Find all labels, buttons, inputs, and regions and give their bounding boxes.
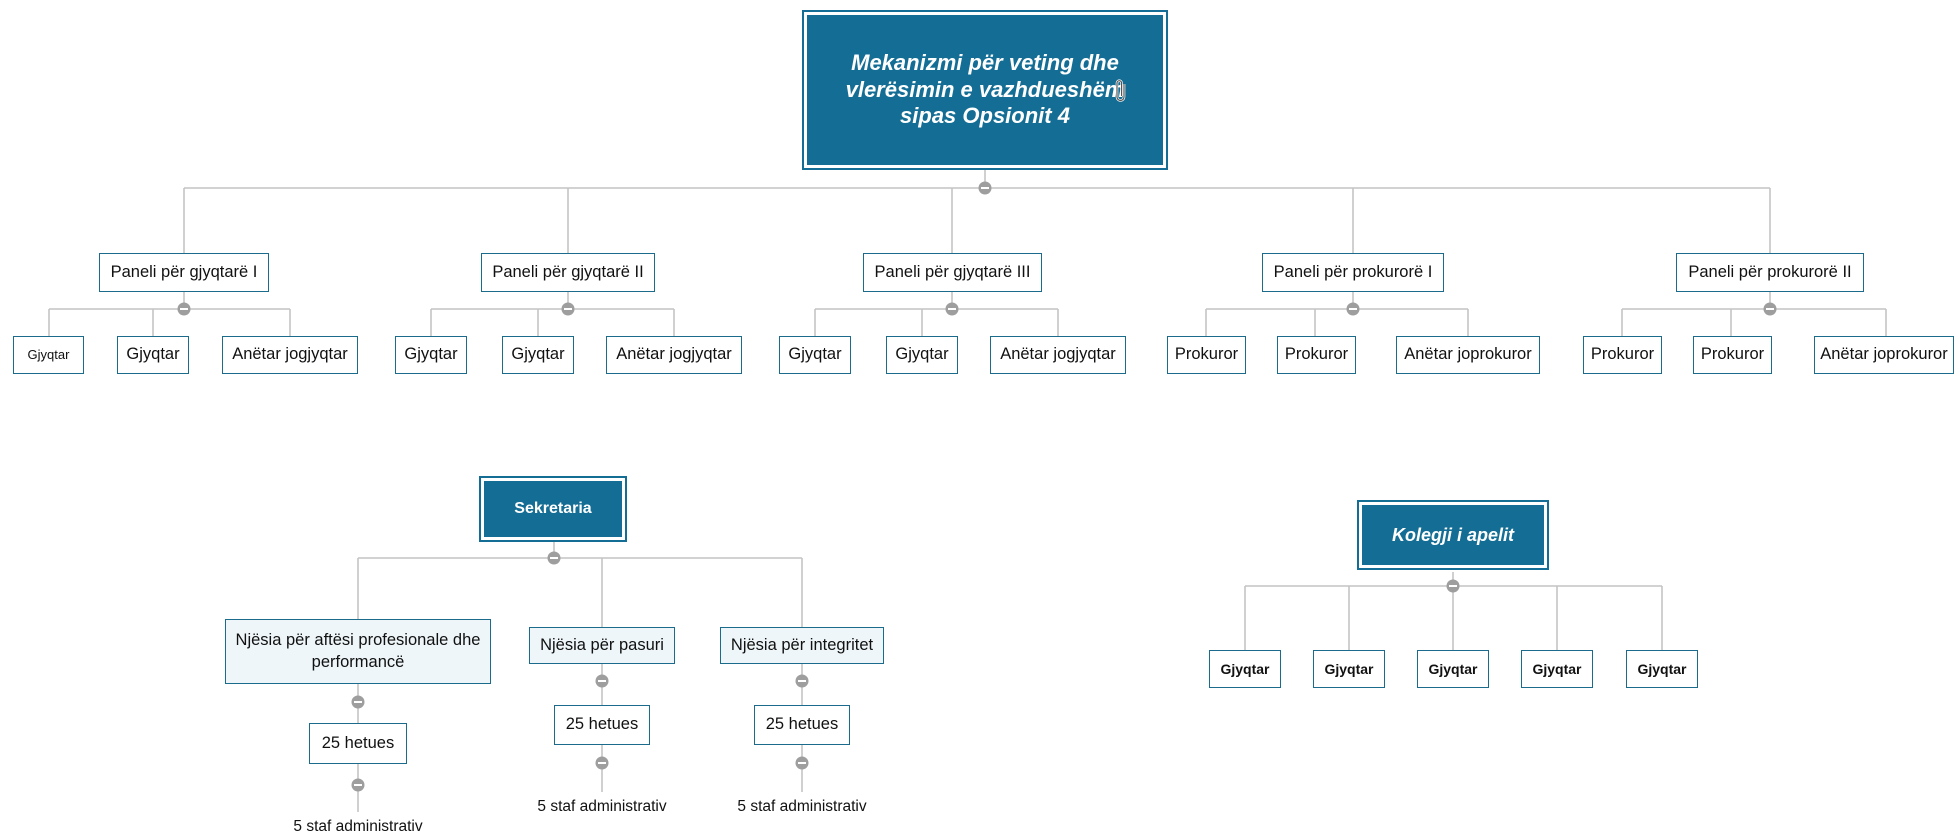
panel-prosecutors-2[interactable]: Paneli për prokurorë II: [1676, 253, 1864, 292]
member-judge[interactable]: Gjyqtar: [13, 336, 84, 374]
member-non-prosecutor[interactable]: Anëtar joprokuror: [1396, 336, 1540, 374]
member-judge[interactable]: Gjyqtar: [502, 336, 574, 374]
unit-integrity[interactable]: Njësia për integritet: [720, 627, 884, 664]
collapse-toggle-root[interactable]: [978, 181, 992, 195]
collapse-toggle-hetues-2[interactable]: [595, 756, 609, 770]
root-title: Mekanizmi për veting dhe vlerësimin e va…: [845, 49, 1125, 129]
member-non-judge[interactable]: Anëtar jogjyqtar: [990, 336, 1126, 374]
member-prosecutor[interactable]: Prokuror: [1277, 336, 1356, 374]
appeals-judge[interactable]: Gjyqtar: [1417, 650, 1489, 688]
panel-label: Paneli për gjyqtarë I: [110, 262, 258, 281]
member-non-prosecutor[interactable]: Anëtar joprokuror: [1814, 336, 1954, 374]
collapse-toggle-appeals[interactable]: [1446, 579, 1460, 593]
unit-professional[interactable]: Njësia për aftësi profesionale dhe perfo…: [225, 619, 491, 684]
member-label: Anëtar jogjyqtar: [616, 345, 732, 364]
collapse-toggle-unit-3[interactable]: [795, 674, 809, 688]
appeals-judge[interactable]: Gjyqtar: [1313, 650, 1385, 688]
member-label: Anëtar jogjyqtar: [232, 345, 348, 364]
collapse-toggle-panel-3[interactable]: [945, 302, 959, 316]
member-label: Gjyqtar: [126, 345, 180, 364]
collapse-toggle-hetues-3[interactable]: [795, 756, 809, 770]
panel-prosecutors-1[interactable]: Paneli për prokurorë I: [1262, 253, 1444, 292]
unit-label: Njësia për pasuri: [540, 635, 664, 654]
collapse-toggle-panel-5[interactable]: [1763, 302, 1777, 316]
member-label: Gjyqtar: [1428, 660, 1478, 677]
member-label: Anëtar jogjyqtar: [1000, 345, 1116, 364]
appeals-judge[interactable]: Gjyqtar: [1209, 650, 1281, 688]
member-non-judge[interactable]: Anëtar jogjyqtar: [222, 336, 358, 374]
unit-label: Njësia për aftësi profesionale dhe perfo…: [235, 631, 481, 671]
admin-staff-text[interactable]: 5 staf administrativ: [537, 798, 667, 815]
panel-judges-3[interactable]: Paneli për gjyqtarë III: [863, 253, 1042, 292]
member-judge[interactable]: Gjyqtar: [395, 336, 467, 374]
member-prosecutor[interactable]: Prokuror: [1693, 336, 1772, 374]
member-non-judge[interactable]: Anëtar jogjyqtar: [606, 336, 742, 374]
collapse-toggle-secretariat[interactable]: [547, 551, 561, 565]
panel-label: Paneli për gjyqtarë III: [874, 262, 1031, 281]
member-judge[interactable]: Gjyqtar: [886, 336, 958, 374]
panel-label: Paneli për gjyqtarë II: [492, 262, 644, 281]
root-node[interactable]: Mekanizmi për veting dhe vlerësimin e va…: [802, 10, 1168, 170]
member-label: Prokuror: [1174, 345, 1239, 364]
member-prosecutor[interactable]: Prokuror: [1583, 336, 1662, 374]
collapse-toggle-unit-2[interactable]: [595, 674, 609, 688]
secretariat-title: Sekretaria: [514, 500, 592, 517]
member-label: Gjyqtar: [895, 345, 949, 364]
admin-staff-text[interactable]: 5 staf administrativ: [293, 818, 423, 835]
collapse-toggle-panel-4[interactable]: [1346, 302, 1360, 316]
collapse-toggle-hetues-1[interactable]: [351, 778, 365, 792]
collapse-toggle-panel-1[interactable]: [177, 302, 191, 316]
member-judge[interactable]: Gjyqtar: [117, 336, 189, 374]
unit-label: Njësia për integritet: [730, 635, 874, 654]
member-label: Prokuror: [1590, 345, 1655, 364]
paperclip-icon[interactable]: [1114, 78, 1128, 104]
member-label: Anëtar joprokuror: [1820, 345, 1948, 364]
panel-label: Paneli për prokurorë I: [1273, 262, 1433, 281]
investigators-label: 25 hetues: [321, 733, 395, 752]
member-label: Gjyqtar: [1324, 660, 1374, 677]
member-label: Gjyqtar: [27, 346, 70, 362]
member-label: Gjyqtar: [1220, 660, 1270, 677]
member-label: Gjyqtar: [404, 345, 458, 364]
investigators-box[interactable]: 25 hetues: [309, 723, 407, 764]
panel-judges-2[interactable]: Paneli për gjyqtarë II: [481, 253, 655, 292]
member-label: Gjyqtar: [1637, 660, 1687, 677]
member-label: Prokuror: [1700, 345, 1765, 364]
member-label: Gjyqtar: [511, 345, 565, 364]
member-label: Prokuror: [1284, 345, 1349, 364]
appeals-title: Kolegji i apelit: [1391, 524, 1515, 545]
appeals-judge[interactable]: Gjyqtar: [1521, 650, 1593, 688]
member-label: Gjyqtar: [1532, 660, 1582, 677]
member-judge[interactable]: Gjyqtar: [779, 336, 851, 374]
investigators-label: 25 hetues: [565, 715, 639, 734]
unit-assets[interactable]: Njësia për pasuri: [529, 627, 675, 664]
investigators-label: 25 hetues: [765, 715, 839, 734]
secretariat-node[interactable]: Sekretaria: [479, 476, 627, 542]
member-label: Anëtar joprokuror: [1404, 345, 1532, 364]
appeals-judge[interactable]: Gjyqtar: [1626, 650, 1698, 688]
collapse-toggle-unit-1[interactable]: [351, 695, 365, 709]
admin-staff-text[interactable]: 5 staf administrativ: [737, 798, 867, 815]
investigators-box[interactable]: 25 hetues: [754, 705, 850, 745]
appeals-node[interactable]: Kolegji i apelit: [1357, 500, 1549, 570]
panel-judges-1[interactable]: Paneli për gjyqtarë I: [99, 253, 269, 292]
member-label: Gjyqtar: [788, 345, 842, 364]
member-prosecutor[interactable]: Prokuror: [1167, 336, 1246, 374]
collapse-toggle-panel-2[interactable]: [561, 302, 575, 316]
panel-label: Paneli për prokurorë II: [1688, 262, 1852, 281]
investigators-box[interactable]: 25 hetues: [554, 705, 650, 745]
